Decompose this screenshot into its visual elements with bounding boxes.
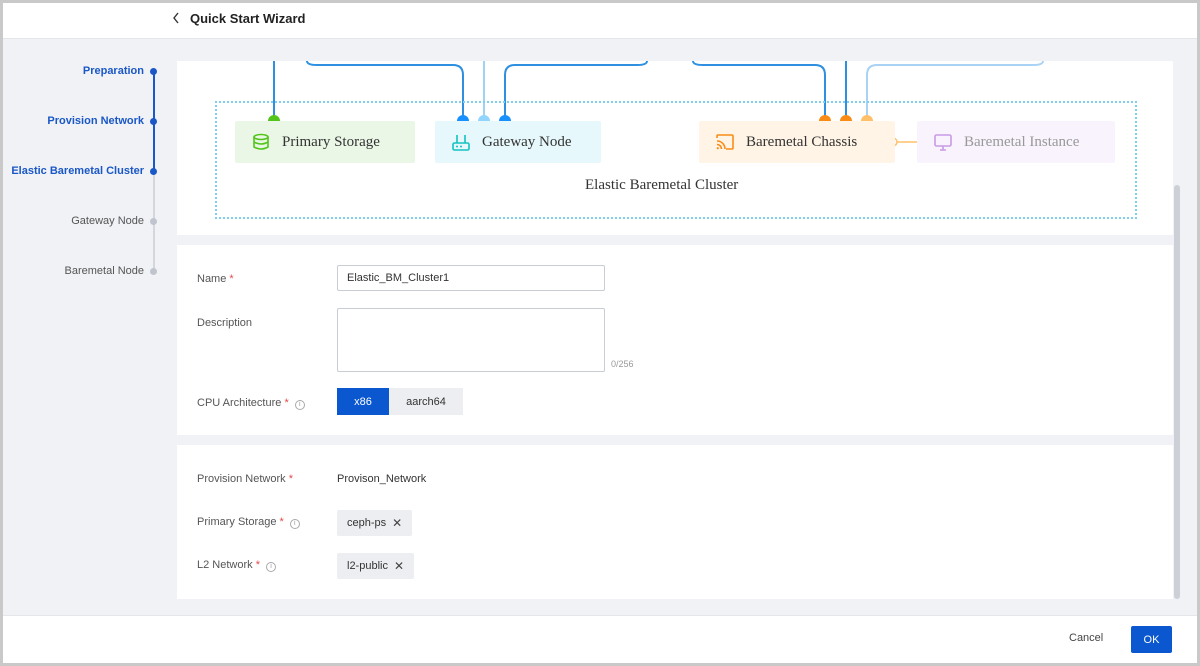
gateway-node[interactable]: Gateway Node bbox=[435, 121, 601, 163]
node-label: Primary Storage bbox=[282, 133, 380, 150]
node-label: Baremetal Chassis bbox=[746, 133, 858, 150]
l2-network-tag: l2-public ✕ bbox=[337, 553, 415, 579]
cast-icon bbox=[714, 131, 736, 153]
step-dot bbox=[150, 118, 157, 125]
provision-network-label: Provision Network * bbox=[197, 473, 293, 485]
close-icon[interactable]: ✕ bbox=[392, 516, 403, 530]
topology-diagram: Primary Storage Gateway Node Baremetal C… bbox=[177, 61, 1173, 235]
tag-label: l2-public bbox=[347, 560, 388, 572]
tag-label: ceph-ps bbox=[347, 517, 387, 529]
baremetal-chassis-node[interactable]: Baremetal Chassis bbox=[699, 121, 895, 163]
page-title: Quick Start Wizard bbox=[190, 11, 306, 26]
name-label: Name * bbox=[197, 273, 234, 285]
baremetal-instance-node[interactable]: Baremetal Instance bbox=[917, 121, 1115, 163]
l2-network-label: L2 Network *i bbox=[197, 559, 276, 572]
cpu-arch-aarch64-button[interactable]: aarch64 bbox=[389, 388, 463, 415]
cluster-boundary bbox=[215, 101, 1137, 219]
cancel-button[interactable]: Cancel bbox=[1069, 632, 1104, 644]
step-elastic-baremetal-cluster[interactable]: Elastic Baremetal Cluster bbox=[11, 165, 144, 177]
primary-storage-label: Primary Storage *i bbox=[197, 516, 300, 529]
info-icon[interactable]: i bbox=[265, 562, 276, 572]
cluster-label: Elastic Baremetal Cluster bbox=[585, 177, 739, 193]
step-baremetal-node[interactable]: Baremetal Node bbox=[64, 265, 145, 277]
step-dot bbox=[150, 168, 157, 175]
primary-storage-node[interactable]: Primary Storage bbox=[235, 121, 415, 163]
step-dot bbox=[150, 68, 157, 75]
step-gateway-node[interactable]: Gateway Node bbox=[71, 215, 144, 227]
topology-connectors bbox=[268, 61, 1044, 147]
node-label: Gateway Node bbox=[482, 133, 572, 150]
router-icon bbox=[450, 131, 472, 153]
ok-button[interactable]: OK bbox=[1131, 626, 1172, 653]
description-label: Description bbox=[197, 317, 253, 329]
header-bar: Quick Start Wizard bbox=[3, 3, 1197, 39]
name-input[interactable] bbox=[337, 265, 605, 291]
wizard-steps-sidebar: Preparation Provision Network Elastic Ba… bbox=[3, 39, 173, 615]
cluster-basic-form: Name * Description 0/256 CPU Architectur… bbox=[177, 245, 1173, 435]
cpu-architecture-label: CPU Architecture *i bbox=[197, 397, 305, 410]
footer-bar: Cancel OK bbox=[3, 615, 1197, 663]
scrollbar-thumb[interactable] bbox=[1174, 185, 1180, 599]
node-label: Baremetal Instance bbox=[964, 133, 1080, 150]
cpu-arch-x86-button[interactable]: x86 bbox=[337, 388, 389, 415]
info-icon[interactable]: i bbox=[289, 519, 300, 529]
database-icon bbox=[250, 131, 272, 153]
main-content: Primary Storage Gateway Node Baremetal C… bbox=[173, 39, 1197, 615]
close-icon[interactable]: ✕ bbox=[393, 559, 405, 573]
monitor-icon bbox=[932, 131, 954, 153]
description-textarea[interactable] bbox=[337, 308, 605, 372]
step-dot bbox=[150, 268, 157, 275]
cluster-resource-form: Provision Network * Provison_Network Pri… bbox=[177, 445, 1173, 599]
char-counter: 0/256 bbox=[611, 359, 634, 369]
step-provision-network[interactable]: Provision Network bbox=[47, 115, 144, 127]
primary-storage-tag: ceph-ps ✕ bbox=[337, 510, 413, 536]
provision-network-value: Provison_Network bbox=[337, 473, 427, 485]
step-dot bbox=[150, 218, 157, 225]
info-icon[interactable]: i bbox=[294, 400, 305, 410]
chevron-left-icon[interactable] bbox=[171, 11, 187, 29]
step-preparation[interactable]: Preparation bbox=[82, 65, 144, 77]
